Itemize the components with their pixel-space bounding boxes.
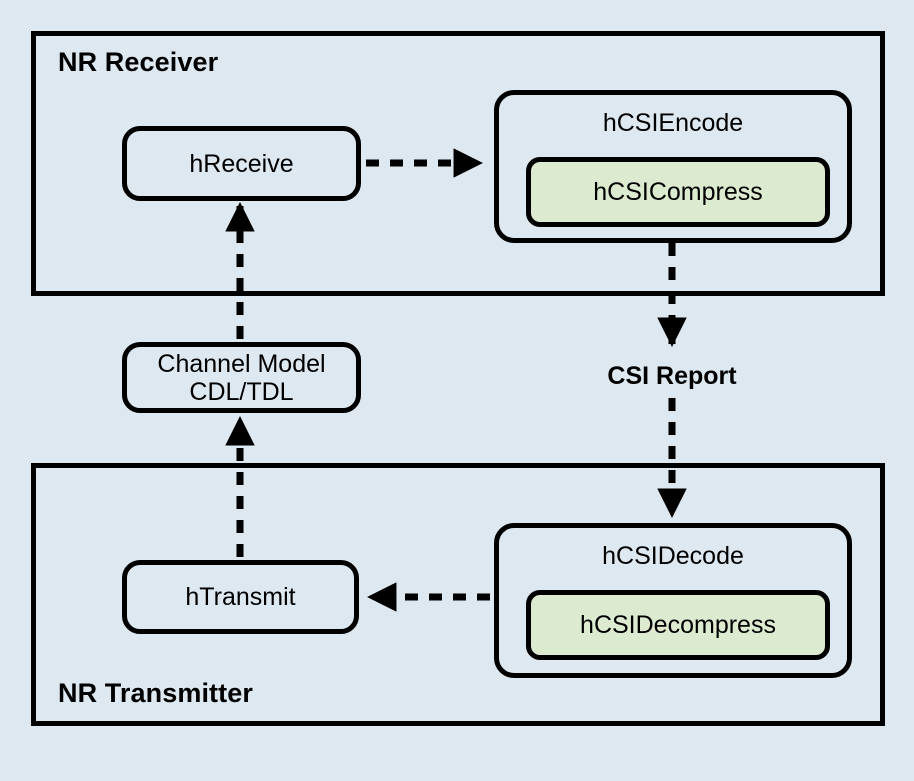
block-hcsicompress-label: hCSICompress xyxy=(593,178,763,206)
group-nr-receiver-title: NR Receiver xyxy=(58,47,219,77)
block-htransmit[interactable]: hTransmit xyxy=(122,560,359,634)
block-hreceive-label: hReceive xyxy=(189,149,294,178)
edge-label-csi-report: CSI Report xyxy=(607,362,737,390)
block-hcsidecompress-label: hCSIDecompress xyxy=(580,611,776,639)
block-channel-model-line2: CDL/TDL xyxy=(189,377,294,406)
block-hcsidecode-label: hCSIDecode xyxy=(602,542,744,570)
group-nr-transmitter-title: NR Transmitter xyxy=(58,678,253,708)
block-channel-model[interactable]: Channel Model CDL/TDL xyxy=(122,342,361,413)
block-hreceive[interactable]: hReceive xyxy=(122,126,361,201)
block-hcsidecompress[interactable]: hCSIDecompress xyxy=(526,590,830,660)
block-hcsidecode[interactable]: hCSIDecode hCSIDecompress xyxy=(494,523,852,678)
block-channel-model-line1: Channel Model xyxy=(157,349,326,378)
block-hcsicompress[interactable]: hCSICompress xyxy=(526,157,830,227)
group-nr-receiver xyxy=(31,31,885,296)
block-hcsiencode-label: hCSIEncode xyxy=(602,109,744,137)
block-hcsiencode[interactable]: hCSIEncode hCSICompress xyxy=(494,90,852,243)
group-nr-transmitter xyxy=(31,463,885,726)
block-htransmit-label: hTransmit xyxy=(185,583,296,611)
